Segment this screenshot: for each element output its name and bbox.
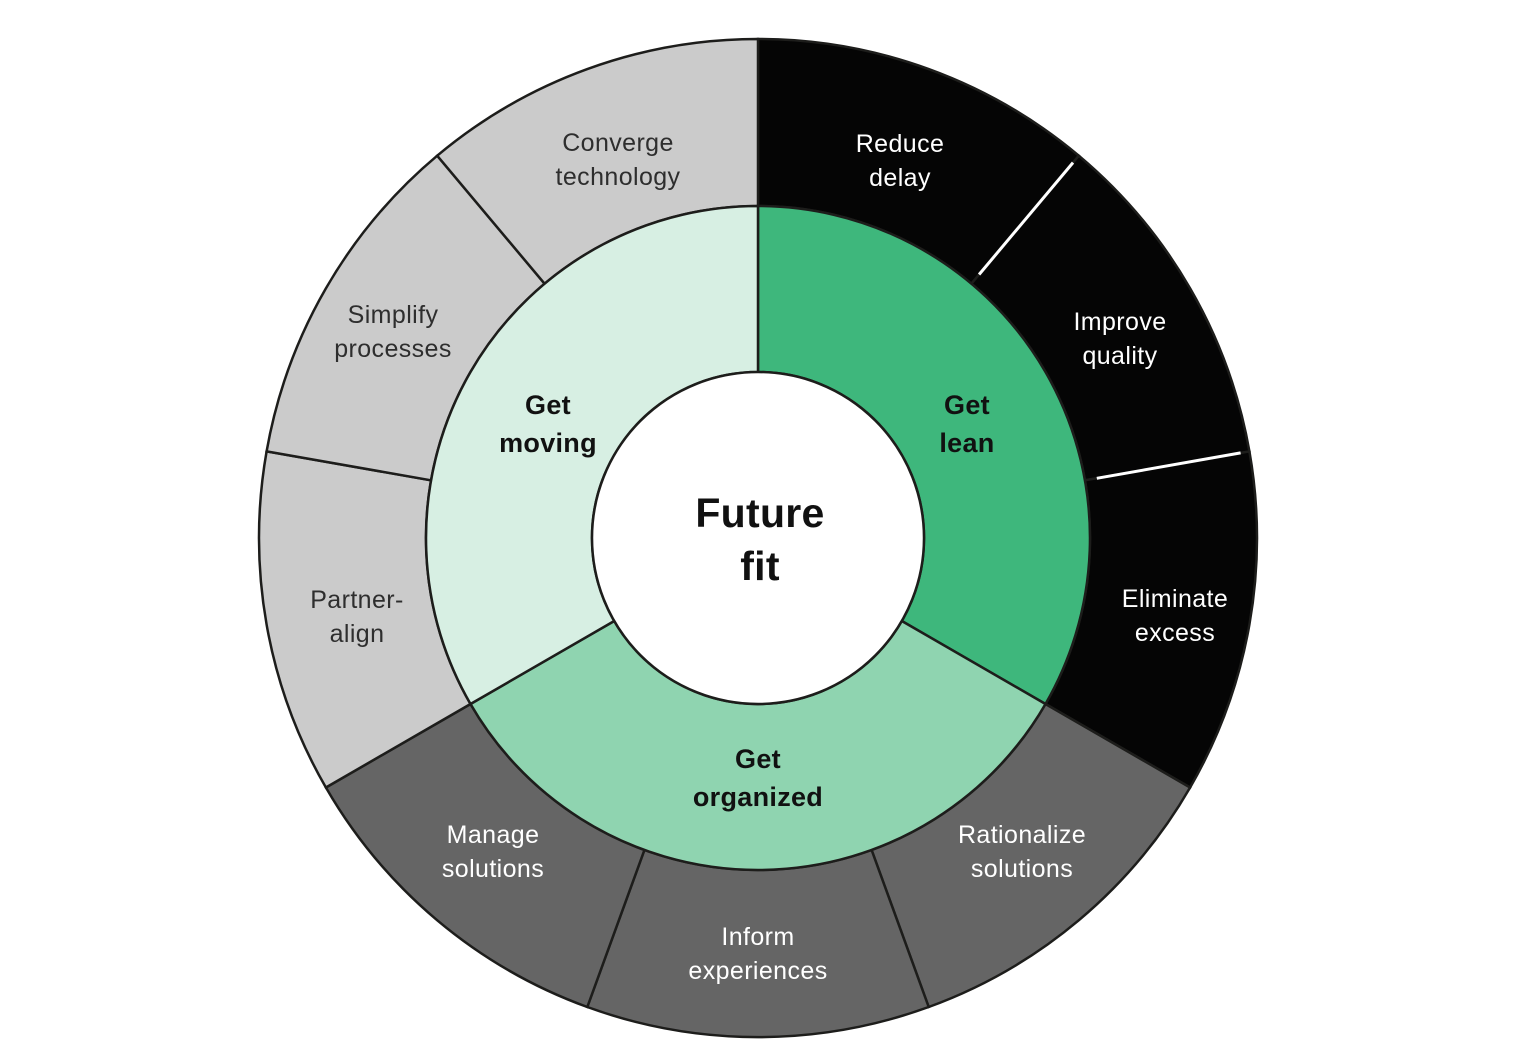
label-get-moving: Get moving: [499, 390, 597, 458]
center-label: Future fit: [695, 490, 824, 589]
label-inform-experiences: Inform experiences: [688, 923, 827, 985]
label-line: delay: [869, 164, 931, 192]
label-improve-quality: Improve quality: [1073, 308, 1166, 370]
label-manage-solutions: Manage solutions: [442, 821, 544, 883]
label-line: Improve: [1073, 308, 1166, 336]
label-line: Eliminate: [1122, 585, 1228, 613]
center-label-line: fit: [740, 543, 780, 589]
center-label-line: Future: [695, 490, 824, 536]
label-eliminate-excess: Eliminate excess: [1122, 585, 1228, 647]
label-line: Converge: [562, 129, 674, 157]
label-line: lean: [939, 428, 994, 458]
label-line: Inform: [721, 923, 794, 951]
label-line: experiences: [688, 957, 827, 985]
label-get-lean: Get lean: [939, 390, 994, 458]
label-reduce-delay: Reduce delay: [856, 130, 945, 192]
label-line: align: [330, 620, 385, 648]
label-line: Get: [944, 390, 990, 420]
label-line: organized: [693, 782, 823, 812]
label-line: quality: [1082, 342, 1157, 370]
label-line: Partner-: [310, 586, 404, 614]
label-line: Manage: [447, 821, 540, 849]
label-line: technology: [556, 163, 681, 191]
label-line: excess: [1135, 619, 1215, 647]
label-line: Get: [525, 390, 571, 420]
divider-reduce-improve: [977, 161, 1075, 276]
label-line: Reduce: [856, 130, 945, 158]
label-line: solutions: [442, 855, 544, 883]
label-get-organized: Get organized: [693, 744, 823, 812]
label-partner-align: Partner- align: [310, 586, 404, 648]
divider-improve-eliminate: [1096, 451, 1241, 480]
center-circle: [590, 370, 926, 706]
label-simplify-processes: Simplify processes: [334, 301, 452, 363]
label-line: processes: [334, 335, 452, 363]
label-line: moving: [499, 428, 597, 458]
label-line: Get: [735, 744, 781, 774]
label-line: Rationalize: [958, 821, 1086, 849]
label-converge-technology: Converge technology: [556, 129, 681, 191]
label-line: Simplify: [348, 301, 439, 329]
label-rationalize-solutions: Rationalize solutions: [958, 821, 1086, 883]
label-line: solutions: [971, 855, 1073, 883]
